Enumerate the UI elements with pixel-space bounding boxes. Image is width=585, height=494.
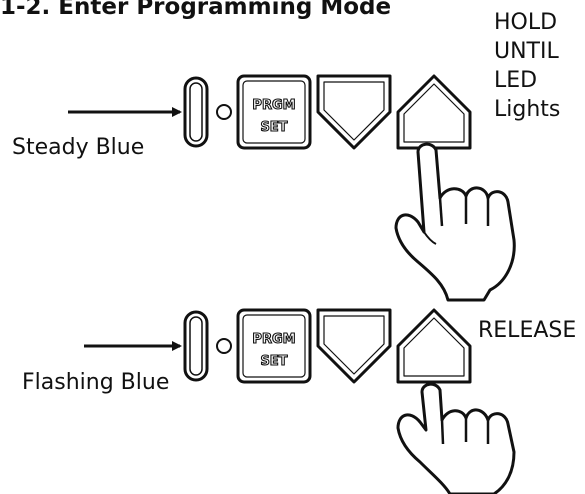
diagram-title: 1-2. Enter Programming Mode	[0, 0, 392, 20]
hold-line-4: Lights	[494, 97, 561, 122]
keypad-bottom: PRGM SET	[84, 308, 516, 494]
up-arrow-key-icon[interactable]	[396, 308, 472, 384]
prgm-set-key[interactable]: PRGM SET	[236, 308, 312, 384]
release-instruction: RELEASE	[478, 318, 577, 343]
down-arrow-key-icon[interactable]	[316, 74, 392, 150]
pressing-hand-icon	[394, 142, 516, 302]
set-key-label: SET	[260, 354, 287, 369]
keypad-top: PRGM SET	[68, 74, 516, 302]
led-indicator-icon	[183, 310, 209, 382]
released-hand-icon	[396, 382, 516, 494]
status-led-icon	[216, 104, 232, 120]
set-key-label: SET	[260, 120, 287, 135]
down-arrow-key-icon[interactable]	[316, 308, 392, 384]
prgm-key-label: PRGM	[252, 332, 295, 347]
hold-line-1: HOLD	[494, 10, 558, 35]
hold-instruction: HOLD UNTIL LED Lights	[494, 8, 560, 124]
hold-line-3: LED	[494, 68, 538, 93]
up-arrow-key-icon[interactable]	[396, 74, 472, 150]
prgm-set-key[interactable]: PRGM SET	[236, 74, 312, 150]
flashing-blue-label: Flashing Blue	[22, 370, 170, 395]
status-led-icon	[216, 338, 232, 354]
prgm-key-label: PRGM	[252, 98, 295, 113]
steady-blue-label: Steady Blue	[12, 135, 145, 160]
hold-line-2: UNTIL	[494, 39, 559, 64]
led-indicator-icon	[183, 76, 209, 148]
